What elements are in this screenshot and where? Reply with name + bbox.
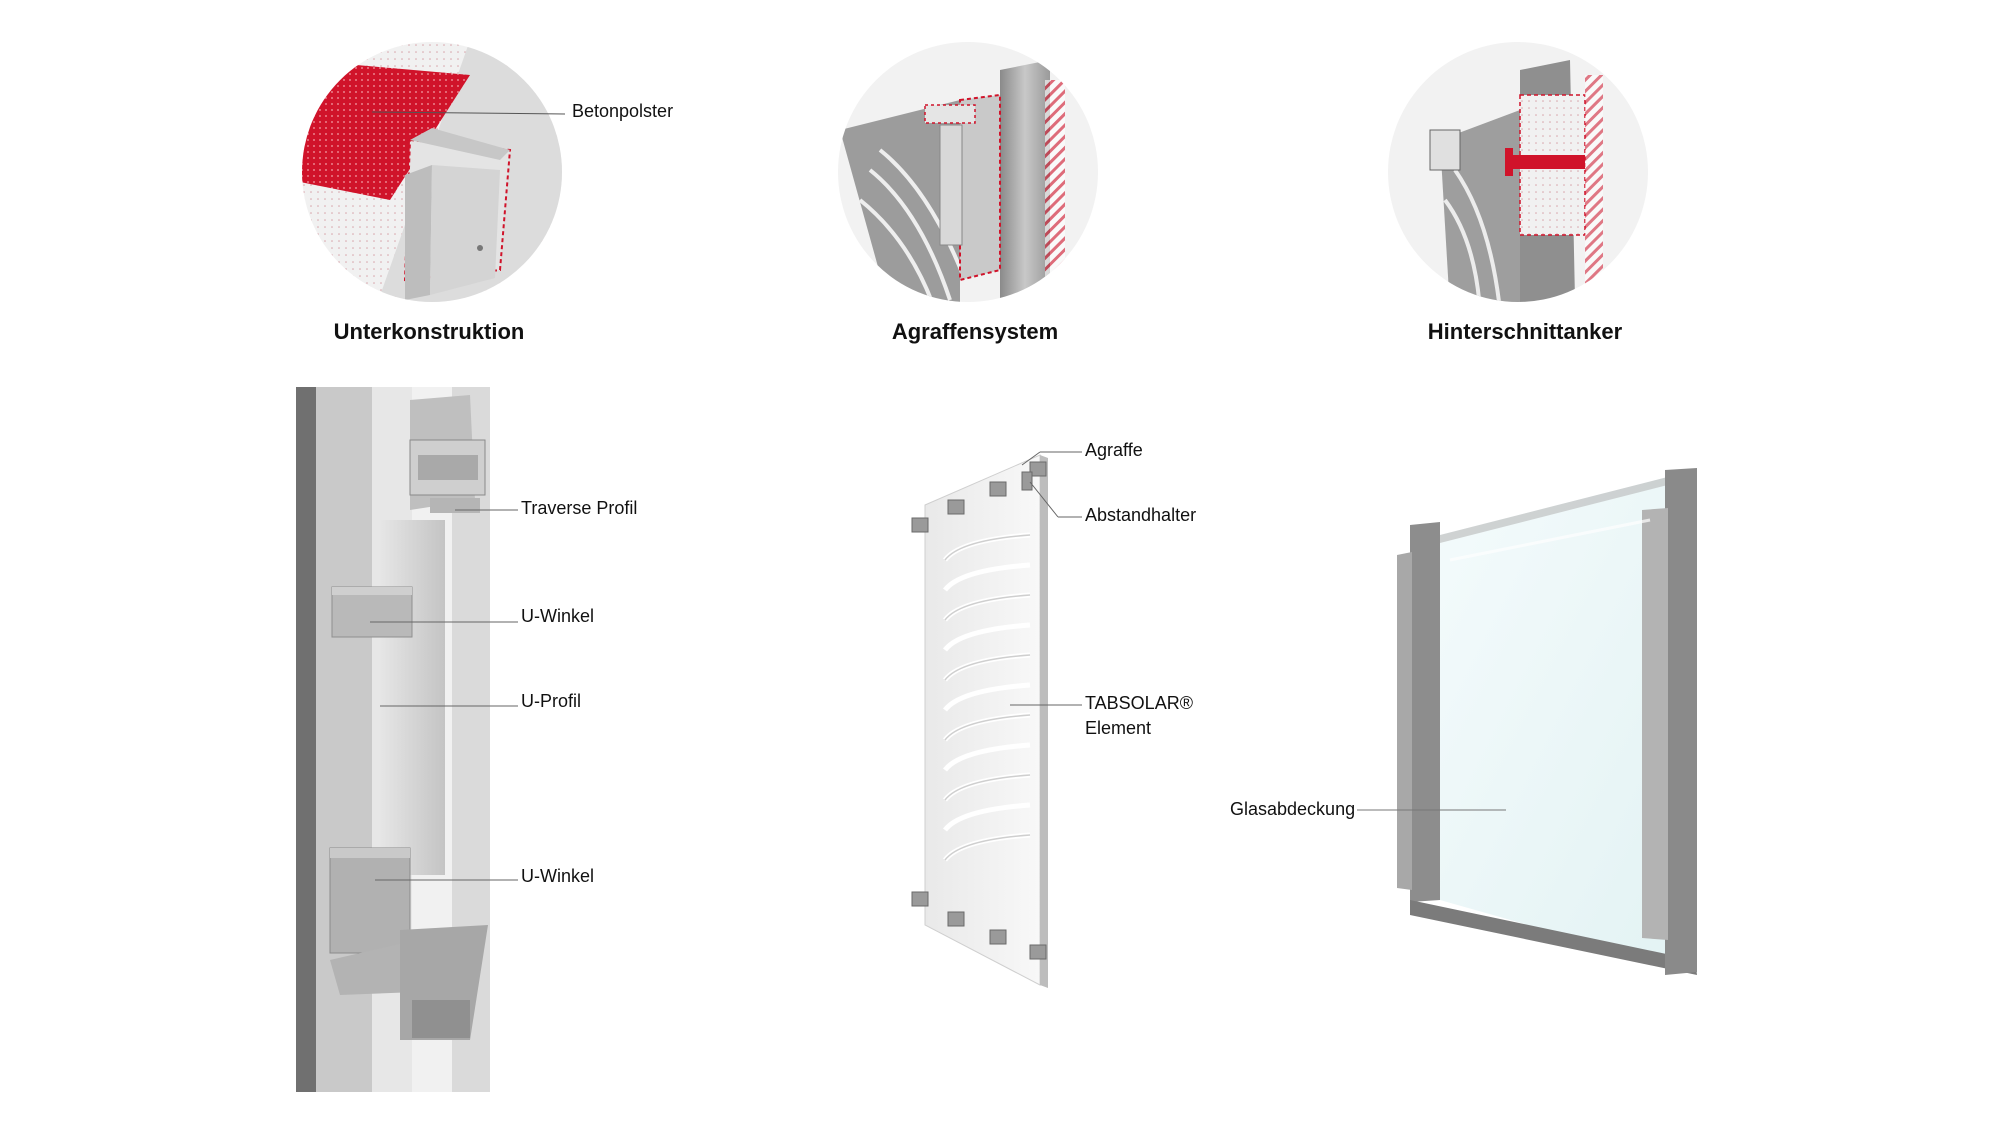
- caption-agraffensystem: Agraffensystem: [891, 319, 1059, 344]
- u-winkel-bottom-label: U-Winkel: [521, 866, 595, 886]
- caption-hinterschnittanker: Hinterschnittanker: [1427, 319, 1623, 344]
- u-winkel-top-label: U-Winkel: [521, 606, 595, 626]
- abstandhalter-leader-line: [1029, 481, 1059, 518]
- betonpolster-label: Betonpolster: [572, 101, 674, 121]
- agraffe-label: Agraffe: [1085, 440, 1143, 460]
- agraffe-leader-line: [1021, 451, 1041, 466]
- hinterschnittanker-detail-image: [1388, 42, 1648, 302]
- abstandhalter-label: Abstandhalter: [1085, 505, 1197, 525]
- u-profil-label: U-Profil: [521, 691, 582, 711]
- traverse-profil-label: Traverse Profil: [521, 498, 638, 518]
- glasabdeckung-label: Glasabdeckung: [1230, 799, 1356, 819]
- tabsolar-panel-drawing: [911, 454, 1048, 988]
- substructure-drawing: [296, 387, 490, 1092]
- agraffensystem-detail-image: [838, 42, 1098, 302]
- unterkonstruktion-detail-image: [302, 42, 562, 302]
- glass-cover-drawing: [1397, 468, 1697, 975]
- tabsolar-label-line1: TABSOLAR®: [1085, 693, 1193, 713]
- tabsolar-label-line2: Element: [1085, 718, 1152, 738]
- caption-unterkonstruktion: Unterkonstruktion: [333, 319, 525, 344]
- betonpolster-leader-line: [371, 111, 566, 115]
